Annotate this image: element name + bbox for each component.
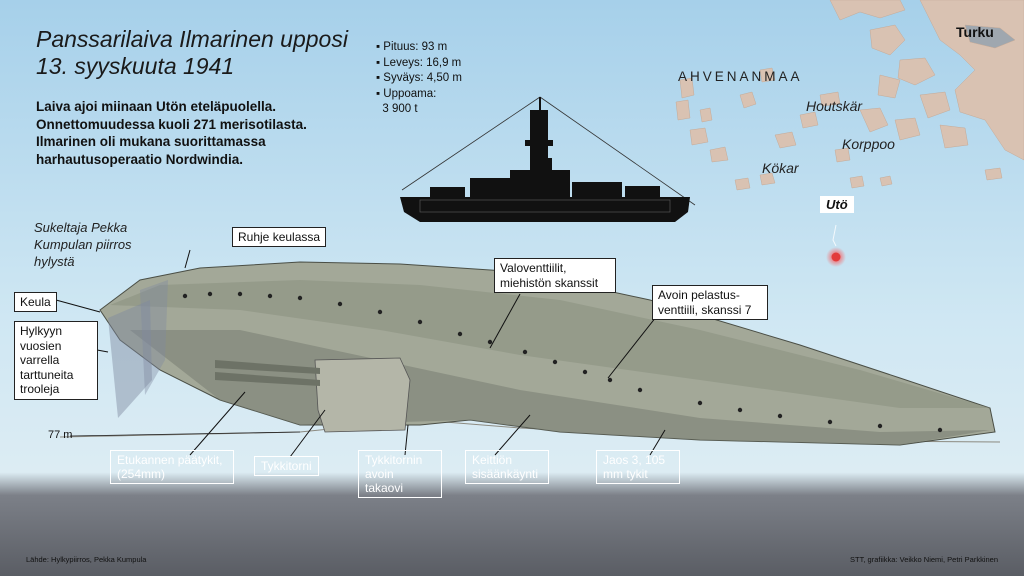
archipelago-map xyxy=(675,0,1024,191)
callout-pelastusventtiili: Avoin pelastus-ventti​ili, skanssi 7 xyxy=(652,285,768,320)
spec-width: ▪ Leveys: 16,9 m xyxy=(376,56,462,69)
callout-takaovi: Tykkitornin avoin takaovi xyxy=(358,450,442,498)
place-korppoo: Korppoo xyxy=(842,136,895,152)
place-kokar: Kökar xyxy=(762,160,799,176)
spec-displacement: ▪ Uppoama: xyxy=(376,87,437,100)
place-turku: Turku xyxy=(956,24,994,40)
callout-keittio: Keittiön sisäänkäynti xyxy=(465,450,549,484)
region-label: AHVENANMAA xyxy=(678,69,803,84)
diver-note: Sukeltaja Pekka Kumpulan piirros hylystä xyxy=(34,220,132,269)
ship-silhouette xyxy=(400,96,696,222)
source-note: Lähde: Hylkypiirros, Pekka Kumpula xyxy=(26,555,147,564)
ship-specs: ▪ Pituus: 93 m ▪ Leveys: 16,9 m ▪ Syväys… xyxy=(376,40,462,118)
place-uto: Utö xyxy=(820,196,854,213)
intro-text: Laiva ajoi miinaan Utön eteläpuolella. O… xyxy=(36,99,307,167)
spec-length: ▪ Pituus: 93 m xyxy=(376,41,448,53)
callout-jaos: Jaos 3, 105 mm tykit xyxy=(596,450,680,484)
page-title: Panssarilaiva Ilmarinen upposi 13. syysk… xyxy=(36,26,348,79)
callout-ruhje: Ruhje keulassa xyxy=(232,227,327,247)
place-houtskar: Houtskär xyxy=(806,98,863,114)
depth-label: 77 m xyxy=(48,429,73,441)
callout-troolit: Hylkyyn vuosien varrella tarttuneita tro… xyxy=(14,321,98,400)
callout-valoventtiilit: Valoventtiilit, miehistön skanssit xyxy=(494,258,616,293)
callout-paatykit: Etukannen päätykit, (254mm) xyxy=(110,450,234,484)
spec-draft: ▪ Syväys: 4,50 m xyxy=(376,72,462,84)
callout-tykkitorni: Tykkitorni xyxy=(254,456,319,476)
callout-keula: Keula xyxy=(14,292,57,312)
credit-note: STT, grafiikka: Veikko Niemi, Petri Park… xyxy=(850,555,998,564)
wreck-illustration xyxy=(55,249,1001,458)
spec-displacement-value: 3 900 t xyxy=(382,103,418,115)
